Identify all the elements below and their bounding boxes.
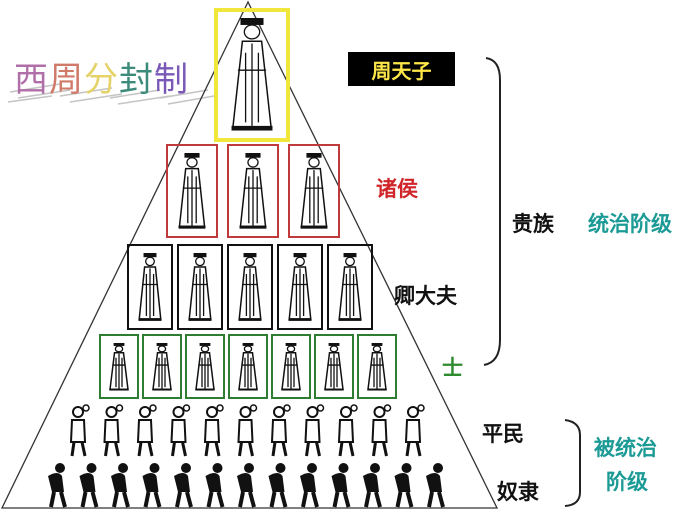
figure-frame: [228, 334, 268, 399]
feudal-lord-figure-icon: [178, 153, 206, 229]
slave-figure-icon: [48, 463, 67, 508]
label-slaves: 奴隶: [497, 480, 539, 504]
scholar-figure-icon: [195, 343, 215, 391]
label-ruling-class: 统治阶级: [588, 212, 672, 236]
slave-figure-icon: [331, 463, 351, 508]
feudal-lord-figure-icon: [300, 153, 328, 229]
figure-frame: [277, 244, 323, 330]
slave-figure-icon: [174, 463, 193, 508]
scholar-figure-icon: [152, 343, 172, 391]
label-ministers: 卿大夫: [394, 284, 457, 308]
label-ruled-class-1: 被统治: [594, 436, 657, 460]
figure-frame: [314, 334, 354, 399]
commoner-figure-icon: [371, 404, 392, 457]
commoner-figure-icon: [304, 404, 325, 457]
figure-frame: [271, 334, 311, 399]
commoner-figure-icon: [170, 404, 191, 457]
slave-figure-icon: [237, 463, 256, 508]
scholar-figure-icon: [109, 343, 129, 391]
feudal-lord-figure-icon: [239, 153, 267, 229]
commoner-figure-icon: [337, 404, 358, 457]
minister-figure-icon: [238, 253, 262, 321]
minister-figure-icon: [338, 253, 362, 321]
scholar-figure-icon: [324, 343, 344, 391]
brace-nobility: [483, 57, 501, 366]
slave-figure-icon: [111, 463, 130, 508]
commoner-figure-icon: [270, 404, 291, 457]
title-char: 西: [14, 60, 49, 100]
figure-frame: [327, 244, 373, 330]
figure-frame: [288, 144, 340, 238]
label-feudal-lords: 诸侯: [376, 177, 418, 201]
commoner-figure-icon: [69, 404, 90, 457]
commoner-figure-icon: [136, 404, 157, 457]
label-commoners: 平民: [482, 422, 524, 446]
slave-figure-icon: [394, 463, 414, 508]
label-nobility: 贵族: [512, 212, 554, 236]
title-char: 封: [119, 60, 154, 100]
figure-frame: [214, 8, 290, 142]
label-scholars: 士: [442, 356, 463, 380]
commoner-figure-icon: [404, 404, 425, 457]
figure-frame: [177, 244, 223, 330]
figure-frame: [166, 144, 218, 238]
title-char: 分: [84, 60, 119, 100]
slave-figure-icon: [142, 463, 162, 508]
minister-figure-icon: [188, 253, 212, 321]
scholar-figure-icon: [281, 343, 301, 391]
figure-frame: [227, 144, 279, 238]
title-shadow-decoration: [7, 83, 215, 105]
slave-figure-icon: [426, 463, 445, 508]
scholar-figure-icon: [238, 343, 258, 391]
label-son-of-heaven: 周天子: [348, 52, 455, 86]
slave-figure-icon: [363, 463, 382, 508]
title-char: 制: [154, 60, 189, 100]
commoner-figure-icon: [103, 404, 124, 457]
title-char: 周: [49, 60, 84, 100]
figure-frame: [227, 244, 273, 330]
figure-frame: [357, 334, 397, 399]
figure-frame: [127, 244, 173, 330]
commoner-figure-icon: [203, 404, 224, 457]
diagram-title: 西周分封制: [14, 52, 189, 101]
figure-frame: [185, 334, 225, 399]
label-ruled-class-2: 阶级: [606, 470, 648, 494]
scholar-figure-icon: [367, 343, 387, 391]
minister-figure-icon: [138, 253, 162, 321]
slave-figure-icon: [205, 463, 225, 508]
slave-figure-icon: [268, 463, 288, 508]
slave-figure-icon: [79, 463, 99, 508]
figure-frame: [142, 334, 182, 399]
slave-figure-icon: [300, 463, 319, 508]
commoner-figure-icon: [237, 404, 258, 457]
king-figure-icon: [231, 18, 273, 131]
minister-figure-icon: [288, 253, 312, 321]
figure-frame: [99, 334, 139, 399]
brace-ruled-class: [564, 419, 581, 507]
